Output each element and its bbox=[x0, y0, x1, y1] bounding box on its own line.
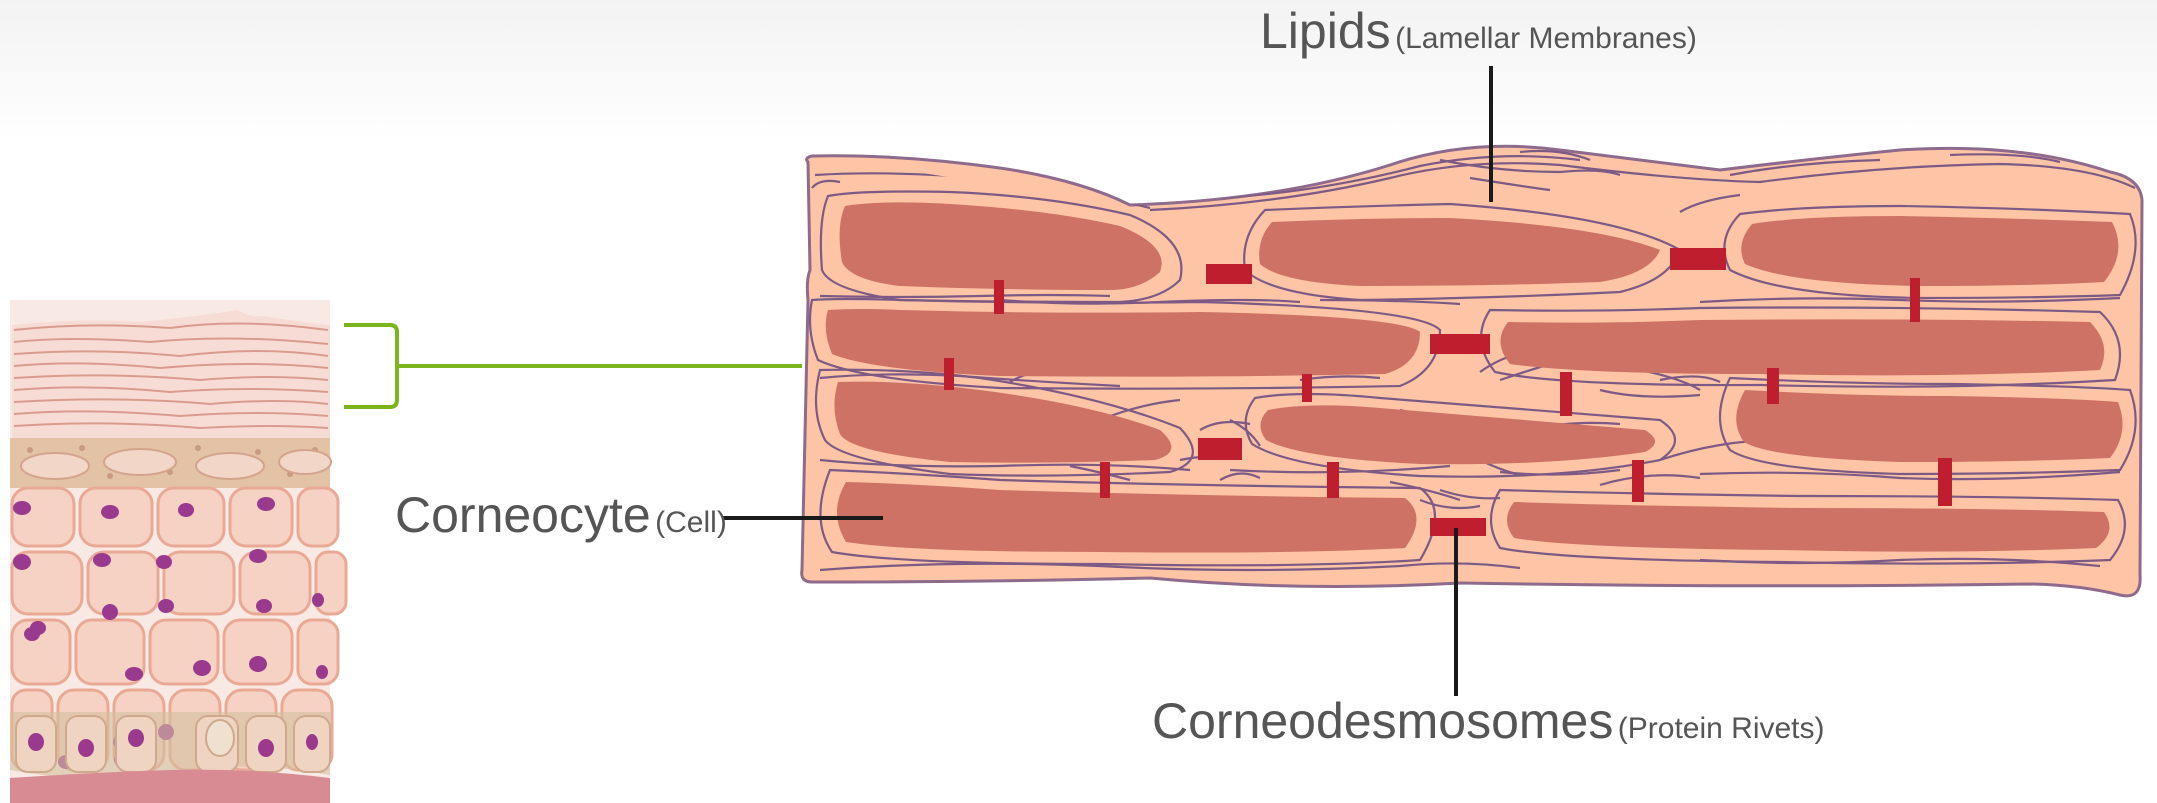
corneocyte-title: Corneocyte bbox=[395, 487, 651, 543]
bracket-icon bbox=[344, 325, 802, 407]
lipids-subtitle: (Lamellar Membranes) bbox=[1395, 22, 1697, 55]
corneocyte-label: Corneocyte (Cell) bbox=[395, 490, 727, 540]
skin-layers-illustration bbox=[10, 310, 346, 803]
corneodesmosomes-title: Corneodesmosomes bbox=[1152, 693, 1613, 749]
lipids-label: Lipids (Lamellar Membranes) bbox=[1260, 6, 1697, 56]
corneocyte-subtitle: (Cell) bbox=[655, 506, 727, 539]
lipids-title: Lipids bbox=[1260, 3, 1391, 59]
corneodesmosomes-label: Corneodesmosomes (Protein Rivets) bbox=[1152, 696, 1825, 746]
corneodesmosomes-subtitle: (Protein Rivets) bbox=[1618, 712, 1825, 745]
